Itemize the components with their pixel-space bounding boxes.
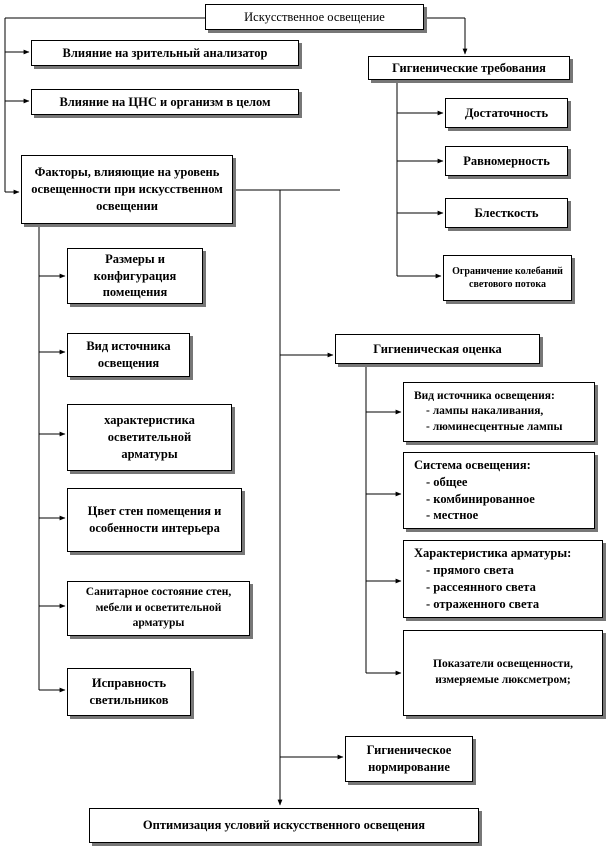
- assess-source-item: - люминесцентные лампы: [426, 420, 563, 433]
- req-flicker-label: Ограничение колебаний светового потока: [452, 265, 563, 291]
- cns-effect-label: Влияние на ЦНС и организм в целом: [59, 94, 271, 109]
- assess-fixtures-item: - рассеянного света: [426, 580, 536, 594]
- visual-analyzer-label: Влияние на зрительный анализатор: [62, 45, 268, 60]
- req-uniformity-label: Равномерность: [463, 153, 550, 168]
- factor-fixture-label: характеристика осветительной арматуры: [104, 413, 195, 461]
- assess-system-item: - комбинированное: [426, 491, 535, 506]
- assess-fixtures-item: - отраженного света: [426, 596, 540, 611]
- assessment-label: Гигиеническая оценка: [373, 341, 502, 356]
- assess-system-item: - местное: [426, 508, 479, 523]
- factor-lamp-condition-box: Исправность светильников: [67, 668, 191, 716]
- assessment-box: Гигиеническая оценка: [335, 334, 540, 364]
- requirements-label: Гигиенические требования: [392, 60, 546, 75]
- visual-analyzer-box: Влияние на зрительный анализатор: [31, 40, 299, 66]
- req-glare-label: Блесткость: [474, 205, 539, 220]
- factor-wall-color-box: Цвет стен помещения и особенности интерь…: [67, 488, 242, 552]
- optimization-box: Оптимизация условий искусственного освещ…: [89, 808, 479, 843]
- artificial-lighting-label: Искусственное освещение: [244, 9, 385, 24]
- factor-light-source-box: Вид источника освещения: [67, 333, 190, 377]
- cns-effect-box: Влияние на ЦНС и организм в целом: [31, 89, 299, 115]
- req-flicker-box: Ограничение колебаний светового потока: [443, 255, 572, 301]
- artificial-lighting-box: Искусственное освещение: [205, 4, 424, 30]
- assess-system-item: - общее: [426, 474, 468, 489]
- optimization-label: Оптимизация условий искусственного освещ…: [142, 818, 426, 833]
- factors-label: Факторы, влияющие на уровень освещенност…: [31, 165, 223, 213]
- assess-system-box: Система освещения: - общее - комбинирова…: [403, 452, 595, 529]
- requirements-box: Гигиенические требования: [368, 56, 570, 80]
- assess-source-box: Вид источника освещения: - лампы накалив…: [403, 382, 595, 442]
- req-uniformity-box: Равномерность: [445, 146, 568, 176]
- factor-room-size-box: Размеры и конфигурация помещения: [67, 248, 203, 304]
- factor-fixture-box: характеристика осветительной арматуры: [67, 404, 232, 471]
- assess-fixtures-item: - прямого света: [426, 563, 514, 578]
- assess-indicators-box: Показатели освещенности, измеряемые люкс…: [403, 630, 603, 716]
- factor-wall-color-label: Цвет стен помещения и особенности интерь…: [87, 504, 222, 535]
- factor-lamp-condition-label: Исправность светильников: [89, 676, 169, 707]
- assess-indicators-label: Показатели освещенности, измеряемые люкс…: [433, 658, 573, 686]
- norm-box: Гигиеническое нормирование: [345, 736, 473, 782]
- assess-source-head: Вид источника освещения:: [414, 389, 555, 402]
- assess-system-head: Система освещения:: [414, 457, 531, 472]
- factors-box: Факторы, влияющие на уровень освещенност…: [21, 155, 233, 224]
- req-glare-box: Блесткость: [445, 198, 568, 228]
- norm-label: Гигиеническое нормирование: [366, 743, 452, 774]
- factor-light-source-label: Вид источника освещения: [86, 339, 171, 370]
- req-sufficiency-box: Достаточность: [445, 98, 568, 128]
- factor-sanitary-label: Санитарное состояние стен, мебели и осве…: [85, 586, 232, 630]
- assess-fixtures-head: Характеристика арматуры:: [414, 546, 572, 561]
- factor-room-size-label: Размеры и конфигурация помещения: [93, 251, 177, 300]
- assess-fixtures-box: Характеристика арматуры: - прямого света…: [403, 540, 603, 618]
- assess-source-item: - лампы накаливания,: [426, 405, 544, 418]
- req-sufficiency-label: Достаточность: [464, 105, 549, 120]
- factor-sanitary-box: Санитарное состояние стен, мебели и осве…: [67, 581, 250, 636]
